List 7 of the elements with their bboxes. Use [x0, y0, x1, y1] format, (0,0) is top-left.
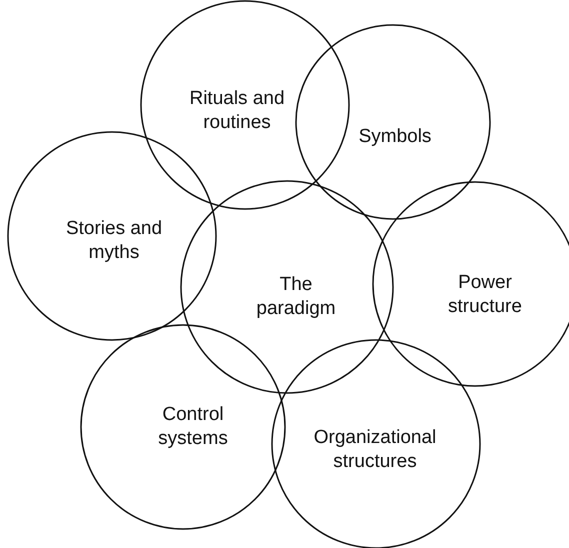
- circle-label: Symbols: [358, 125, 432, 149]
- circle-label: Rituals and routines: [188, 87, 286, 135]
- circle-label: Organizational structures: [312, 426, 438, 474]
- circle-label: The paradigm: [255, 273, 337, 321]
- circle-label: Power structure: [447, 271, 523, 319]
- circle-label: Control systems: [157, 403, 229, 451]
- circle-label: Stories and myths: [64, 217, 164, 265]
